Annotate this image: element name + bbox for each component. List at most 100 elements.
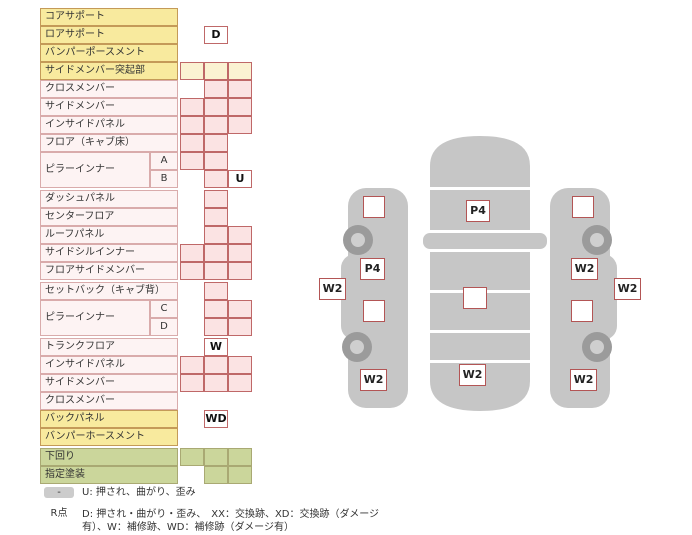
- damage-cell[interactable]: [204, 282, 228, 300]
- wheel-hub-icon: [590, 233, 604, 247]
- damage-cell[interactable]: [204, 170, 228, 188]
- damage-marker[interactable]: W2: [570, 369, 597, 391]
- damage-cell[interactable]: [204, 62, 228, 80]
- damage-marker-empty[interactable]: [572, 196, 594, 218]
- part-label: ピラーインナー: [40, 152, 150, 188]
- damage-marker[interactable]: P4: [466, 200, 490, 222]
- damage-marker[interactable]: P4: [360, 258, 385, 280]
- damage-marker[interactable]: W2: [319, 278, 346, 300]
- damage-cell[interactable]: [204, 226, 228, 244]
- legend-badge: R点: [50, 508, 68, 519]
- part-label: バンパーポースメント: [40, 44, 178, 62]
- wheel-hub-icon: [350, 340, 364, 354]
- damage-cell[interactable]: [228, 318, 252, 336]
- damage-cell[interactable]: [228, 448, 252, 466]
- part-label: セットバック（キャブ背）: [40, 282, 178, 300]
- part-label: クロスメンバー: [40, 80, 178, 98]
- car-diagram: [341, 136, 617, 411]
- damage-cell[interactable]: [180, 62, 204, 80]
- car-mirror-band: [423, 233, 547, 249]
- part-label: サイドシルインナー: [40, 244, 178, 262]
- part-label: サイドメンバー: [40, 98, 178, 116]
- car-side-view-right: [550, 188, 617, 408]
- damage-cell[interactable]: [204, 134, 228, 152]
- legend-badge: -: [44, 487, 74, 498]
- sub-row-label: C: [150, 300, 178, 318]
- damage-code-cell[interactable]: D: [204, 26, 228, 44]
- damage-cell[interactable]: [180, 356, 204, 374]
- part-label: クロスメンバー: [40, 392, 178, 410]
- damage-cell[interactable]: [180, 98, 204, 116]
- part-label: バックパネル: [40, 410, 178, 428]
- car-side-view-left: [341, 188, 408, 408]
- damage-marker[interactable]: W2: [459, 364, 486, 386]
- damage-cell[interactable]: [204, 374, 228, 392]
- damage-cell[interactable]: [204, 262, 228, 280]
- damage-cell[interactable]: [228, 80, 252, 98]
- damage-cell[interactable]: [204, 244, 228, 262]
- damage-cell[interactable]: [204, 152, 228, 170]
- part-label: フロア（キャブ床）: [40, 134, 178, 152]
- damage-marker-empty[interactable]: [463, 287, 487, 309]
- damage-cell[interactable]: [228, 244, 252, 262]
- damage-cell[interactable]: [180, 116, 204, 134]
- damage-cell[interactable]: [228, 98, 252, 116]
- legend: -U: 押され、曲がり、歪み R点 D: 押され・曲がり・歪み、 XX：交換跡、XD…: [44, 486, 394, 535]
- car-roof-band-1: [430, 252, 530, 290]
- car-rear-window-band: [430, 333, 530, 360]
- damage-cell[interactable]: [228, 374, 252, 392]
- part-label: サイドメンバー: [40, 374, 178, 392]
- legend-text: D: 押され・曲がり・歪み、 XX：交換跡、XD：交換跡（ダメージ有）、W：補修…: [82, 509, 379, 533]
- car-left-body-bulge: [341, 254, 407, 340]
- part-label: ロアサポート: [40, 26, 178, 44]
- damage-cell[interactable]: [204, 98, 228, 116]
- car-trunk: [430, 363, 530, 411]
- car-hood: [430, 136, 530, 187]
- damage-cell[interactable]: [204, 300, 228, 318]
- damage-cell[interactable]: [204, 356, 228, 374]
- damage-marker-empty[interactable]: [363, 300, 385, 322]
- damage-cell[interactable]: [180, 262, 204, 280]
- damage-cell[interactable]: [228, 226, 252, 244]
- damage-cell[interactable]: [204, 466, 228, 484]
- part-label: サイドメンバー突起部: [40, 62, 178, 80]
- damage-cell[interactable]: [204, 190, 228, 208]
- car-top-view: [423, 136, 547, 411]
- damage-cell[interactable]: [228, 262, 252, 280]
- damage-cell[interactable]: [204, 318, 228, 336]
- damage-cell[interactable]: [180, 374, 204, 392]
- part-label: ダッシュパネル: [40, 190, 178, 208]
- damage-cell[interactable]: [228, 356, 252, 374]
- damage-cell[interactable]: [204, 80, 228, 98]
- damage-cell[interactable]: [180, 152, 204, 170]
- damage-marker[interactable]: W2: [614, 278, 641, 300]
- part-label: 指定塗装: [40, 466, 178, 484]
- damage-cell[interactable]: [180, 244, 204, 262]
- damage-cell[interactable]: [204, 208, 228, 226]
- legend-text: U: 押され、曲がり、歪み: [82, 487, 196, 498]
- damage-marker[interactable]: W2: [571, 258, 598, 280]
- damage-cell[interactable]: [180, 134, 204, 152]
- part-label: センターフロア: [40, 208, 178, 226]
- damage-code-cell[interactable]: WD: [204, 410, 228, 428]
- damage-code-cell[interactable]: W: [204, 338, 228, 356]
- damage-cell[interactable]: [204, 116, 228, 134]
- damage-marker[interactable]: W2: [360, 369, 387, 391]
- legend-row: -U: 押され、曲がり、歪み: [44, 486, 394, 499]
- part-label: ピラーインナー: [40, 300, 150, 336]
- damage-cell[interactable]: [228, 466, 252, 484]
- damage-cell[interactable]: [228, 62, 252, 80]
- damage-cell[interactable]: [204, 448, 228, 466]
- damage-cell[interactable]: [228, 300, 252, 318]
- legend-row: R点 D: 押され・曲がり・歪み、 XX：交換跡、XD：交換跡（ダメージ有）、W：…: [44, 508, 394, 534]
- wheel-hub-icon: [590, 340, 604, 354]
- car-right-body-bulge: [551, 254, 617, 340]
- part-label: ルーフパネル: [40, 226, 178, 244]
- damage-cell[interactable]: [180, 448, 204, 466]
- damage-cell[interactable]: [228, 116, 252, 134]
- damage-code-cell[interactable]: U: [228, 170, 252, 188]
- damage-marker-empty[interactable]: [363, 196, 385, 218]
- part-label: 下回り: [40, 448, 178, 466]
- damage-marker-empty[interactable]: [571, 300, 593, 322]
